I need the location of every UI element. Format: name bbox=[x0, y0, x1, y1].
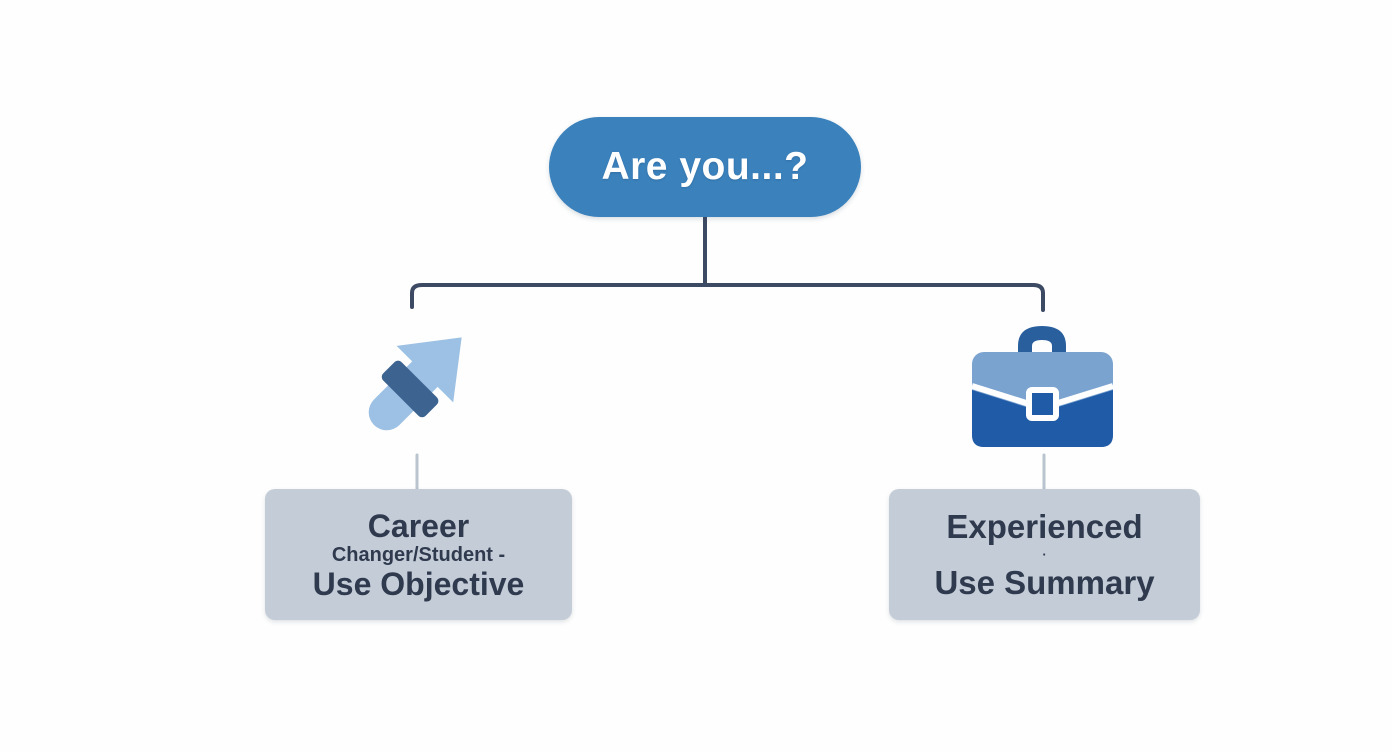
leaf-left-line-1: Career bbox=[367, 507, 470, 544]
leaf-left-line-3: Use Objective bbox=[312, 565, 525, 602]
root-node-are-you[interactable]: Are you...? bbox=[549, 117, 861, 217]
leaf-box-career-changer[interactable]: Career Changer/Student - Use Objective bbox=[265, 489, 572, 620]
upward-arrow-icon bbox=[345, 312, 485, 457]
leaf-left-text: Career Changer/Student - Use Objective bbox=[265, 508, 572, 602]
briefcase-icon bbox=[955, 312, 1130, 457]
connector-branch-bar bbox=[410, 283, 1045, 312]
leaf-right-line-1: Experienced bbox=[946, 507, 1143, 545]
leaf-left-line-2: Changer/Student - bbox=[331, 543, 506, 566]
leaf-right-line-3: Use Summary bbox=[934, 563, 1155, 601]
leaf-right-line-2: · bbox=[1042, 546, 1047, 562]
leaf-box-experienced[interactable]: Experienced · Use Summary bbox=[889, 489, 1200, 620]
leaf-right-text: Experienced · Use Summary bbox=[889, 507, 1200, 603]
root-node-label: Are you...? bbox=[601, 145, 809, 188]
